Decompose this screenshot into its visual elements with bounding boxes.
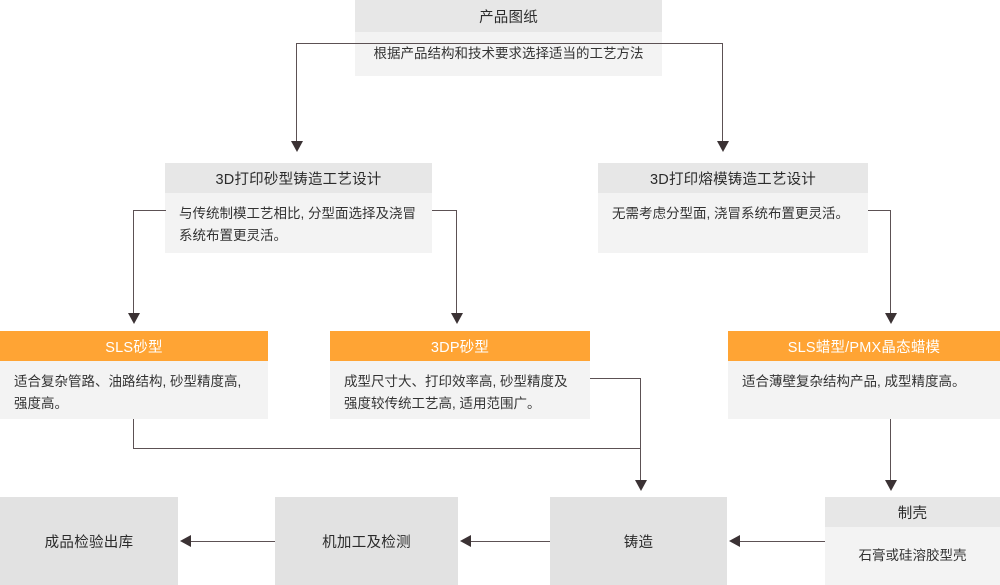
- node-3dp-sand-header: 3DP砂型: [330, 331, 590, 361]
- arrow-merge-to-casting: [635, 480, 647, 491]
- node-sls-wax-header: SLS蜡型/PMX晶态蜡模: [728, 331, 1000, 361]
- edge-slswax-to-shell-vertical: [890, 419, 891, 482]
- edge-sanddesign-left-stub: [133, 210, 166, 211]
- node-product-drawing-body: 根据产品结构和技术要求选择适当的工艺方法: [355, 32, 662, 76]
- edge-machining-to-final: [191, 541, 275, 542]
- edge-drawing-to-sand-vertical: [296, 43, 297, 143]
- node-shell-making[interactable]: 制壳 石膏或硅溶胶型壳: [825, 497, 1000, 585]
- node-final-inspection[interactable]: 成品检验出库: [0, 497, 178, 585]
- arrow-slswax-to-shell: [885, 480, 897, 491]
- edge-sanddesign-right-stub: [432, 210, 457, 211]
- node-final-inspection-label: 成品检验出库: [44, 534, 134, 551]
- node-investment-casting-design-body: 无需考虑分型面, 浇冒系统布置更灵活。: [598, 193, 868, 253]
- node-casting[interactable]: 铸造: [550, 497, 727, 585]
- node-shell-making-body: 石膏或硅溶胶型壳: [825, 527, 1000, 585]
- edge-shell-to-casting: [740, 541, 825, 542]
- arrow-sanddesign-to-3dp: [451, 313, 463, 324]
- arrow-shell-to-casting: [729, 535, 740, 547]
- node-sand-casting-design-header: 3D打印砂型铸造工艺设计: [165, 163, 432, 193]
- edge-sanddesign-to-3dp-vertical: [456, 210, 457, 315]
- arrow-drawing-to-investment: [717, 141, 729, 152]
- arrow-machining-to-final: [180, 535, 191, 547]
- arrow-sanddesign-to-sls: [128, 313, 140, 324]
- node-shell-making-header: 制壳: [825, 497, 1000, 527]
- node-sand-casting-design-body: 与传统制模工艺相比, 分型面选择及浇冒系统布置更灵活。: [165, 193, 432, 253]
- edge-slssand-merge-horizontal: [133, 448, 640, 449]
- edge-investdesign-right-stub: [868, 210, 891, 211]
- edge-3dpsand-right-stub: [590, 378, 640, 379]
- edge-drawing-to-designs-horizontal: [296, 43, 723, 44]
- edge-sanddesign-to-sls-vertical: [133, 210, 134, 315]
- node-casting-label: 铸造: [623, 534, 654, 551]
- arrow-drawing-to-sand: [291, 141, 303, 152]
- node-product-drawing[interactable]: 产品图纸 根据产品结构和技术要求选择适当的工艺方法: [355, 0, 662, 76]
- node-sls-wax-body: 适合薄壁复杂结构产品, 成型精度高。: [728, 361, 1000, 419]
- arrow-casting-to-machining: [460, 535, 471, 547]
- node-sand-casting-design[interactable]: 3D打印砂型铸造工艺设计 与传统制模工艺相比, 分型面选择及浇冒系统布置更灵活。: [165, 163, 432, 253]
- node-3dp-sand-body: 成型尺寸大、打印效率高, 砂型精度及强度较传统工艺高, 适用范围广。: [330, 361, 590, 419]
- edge-casting-to-machining: [471, 541, 550, 542]
- node-sls-sand-header: SLS砂型: [0, 331, 268, 361]
- edge-slssand-down-vertical: [133, 419, 134, 449]
- edge-investdesign-to-slswax-vertical: [890, 210, 891, 315]
- node-machining-inspection-label: 机加工及检测: [322, 534, 411, 551]
- arrow-investdesign-to-slswax: [885, 313, 897, 324]
- node-investment-casting-design-header: 3D打印熔模铸造工艺设计: [598, 163, 868, 193]
- node-machining-inspection[interactable]: 机加工及检测: [275, 497, 458, 585]
- node-sls-sand-body: 适合复杂管路、油路结构, 砂型精度高, 强度高。: [0, 361, 268, 419]
- node-sls-wax[interactable]: SLS蜡型/PMX晶态蜡模 适合薄壁复杂结构产品, 成型精度高。: [728, 331, 1000, 419]
- node-3dp-sand[interactable]: 3DP砂型 成型尺寸大、打印效率高, 砂型精度及强度较传统工艺高, 适用范围广。: [330, 331, 590, 419]
- edge-merge-to-casting-vertical: [640, 378, 641, 482]
- edge-drawing-to-investment-vertical: [722, 43, 723, 143]
- node-investment-casting-design[interactable]: 3D打印熔模铸造工艺设计 无需考虑分型面, 浇冒系统布置更灵活。: [598, 163, 868, 253]
- node-sls-sand[interactable]: SLS砂型 适合复杂管路、油路结构, 砂型精度高, 强度高。: [0, 331, 268, 419]
- node-product-drawing-header: 产品图纸: [355, 0, 662, 32]
